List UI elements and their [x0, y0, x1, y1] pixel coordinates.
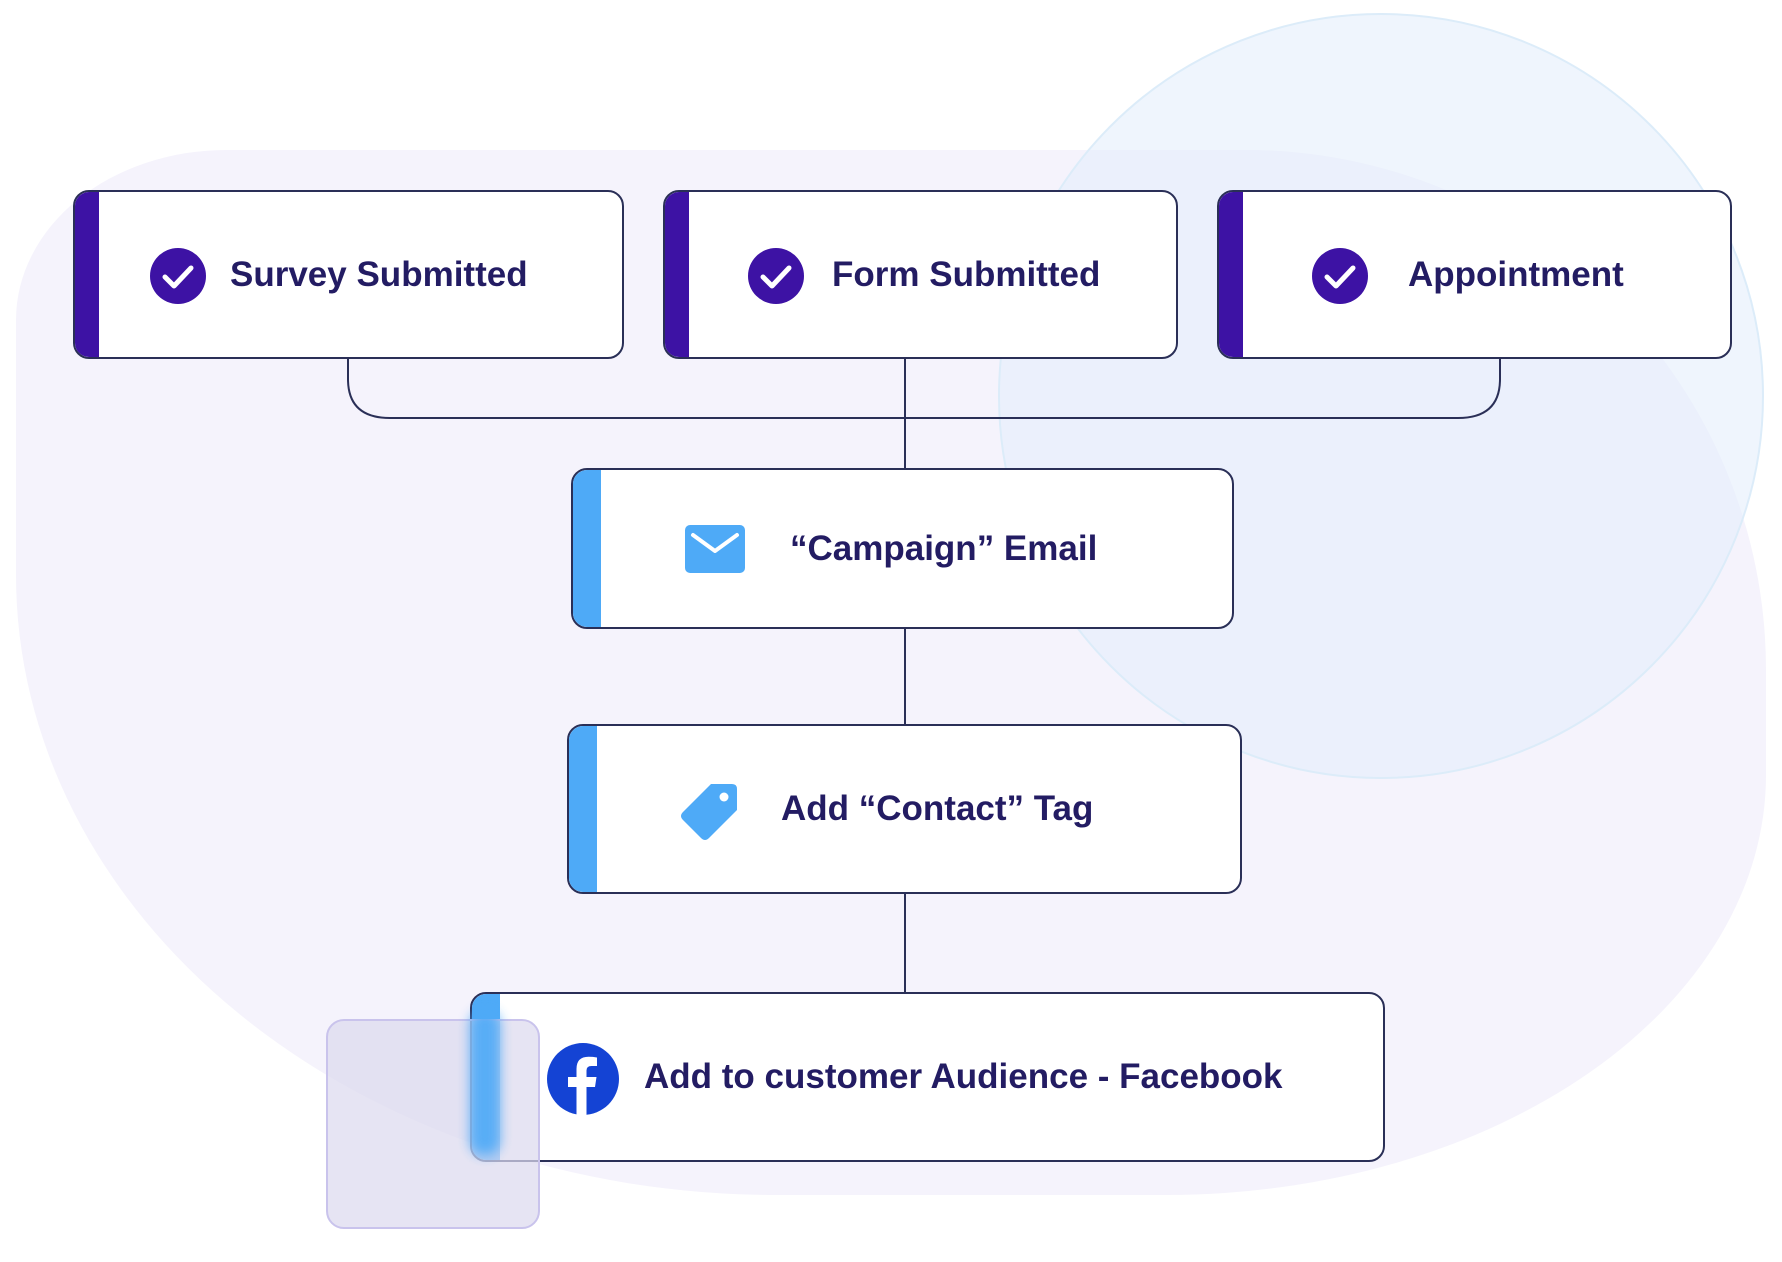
check-circle-icon — [1312, 248, 1368, 304]
envelope-icon — [685, 525, 745, 573]
blurred-accent-bar — [470, 1010, 500, 1155]
trigger-label: Appointment — [1408, 254, 1624, 294]
check-circle-icon — [748, 248, 804, 304]
action-label: Add to customer Audience - Facebook — [644, 1057, 1283, 1096]
tag-icon — [681, 784, 737, 840]
action-card-contact-tag[interactable]: Add “Contact” Tag — [567, 724, 1242, 894]
action-accent-bar — [569, 726, 597, 892]
trigger-card-appointment[interactable]: Appointment — [1217, 190, 1732, 359]
trigger-accent-bar — [665, 192, 689, 357]
background-circle — [998, 13, 1764, 779]
trigger-card-survey-submitted[interactable]: Survey Submitted — [73, 190, 624, 359]
frosted-glass-square — [326, 1019, 540, 1229]
trigger-accent-bar — [1219, 192, 1243, 357]
action-label: “Campaign” Email — [790, 528, 1098, 568]
trigger-label: Form Submitted — [832, 254, 1101, 294]
action-card-campaign-email[interactable]: “Campaign” Email — [571, 468, 1234, 629]
trigger-accent-bar — [75, 192, 99, 357]
action-accent-bar — [573, 470, 601, 627]
trigger-card-form-submitted[interactable]: Form Submitted — [663, 190, 1178, 359]
trigger-merge-connector — [347, 357, 1501, 419]
action-card-facebook-audience[interactable]: Add to customer Audience - Facebook — [470, 992, 1385, 1162]
trigger-label: Survey Submitted — [230, 254, 528, 294]
facebook-icon — [547, 1043, 619, 1115]
check-circle-icon — [150, 248, 206, 304]
action-label: Add “Contact” Tag — [781, 789, 1094, 828]
